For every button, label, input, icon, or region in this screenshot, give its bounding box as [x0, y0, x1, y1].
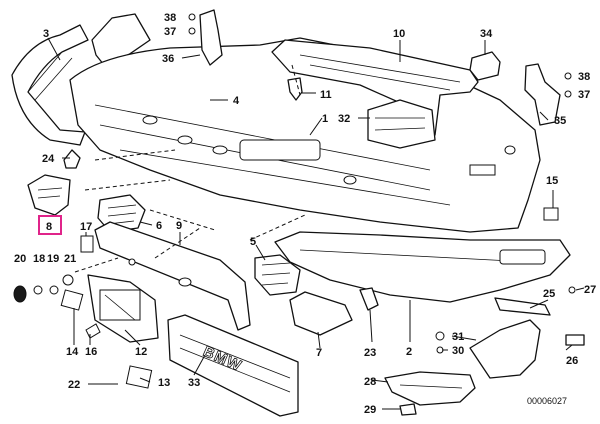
- callout-27: 27: [584, 284, 596, 296]
- bracket-part-36: [199, 9, 223, 66]
- callout-24: 24: [42, 153, 55, 165]
- fasteners-right: [543, 207, 576, 294]
- fasteners-top: [188, 13, 572, 101]
- callout-9: 9: [176, 220, 182, 232]
- callout-8-highlight-box: [38, 215, 62, 235]
- callout-4: 4: [233, 95, 240, 107]
- bumper-end-left-part-3: [11, 24, 89, 146]
- callout-3: 3: [43, 28, 49, 40]
- callout-19: 19: [47, 253, 59, 265]
- callout-20: 20: [14, 253, 26, 265]
- callout-31: 31: [452, 331, 464, 343]
- callout-21: 21: [64, 253, 76, 265]
- callout-12: 12: [135, 346, 147, 358]
- callout-7: 7: [316, 347, 322, 359]
- callout-13: 13: [158, 377, 170, 389]
- callout-32: 32: [338, 113, 350, 125]
- callout-2: 2: [406, 346, 412, 358]
- plate-holder-part-12: [87, 274, 159, 343]
- callout-37-left: 37: [164, 26, 176, 38]
- callout-15: 15: [546, 175, 558, 187]
- fasteners-left: [13, 235, 153, 389]
- bracket-part-23: [359, 287, 379, 311]
- fog-insert-part-5: [254, 254, 301, 296]
- callout-33: 33: [188, 377, 200, 389]
- callout-26: 26: [566, 355, 578, 367]
- callout-25: 25: [543, 288, 555, 300]
- callout-35: 35: [554, 115, 566, 127]
- callout-14: 14: [66, 346, 79, 358]
- callout-37-right: 37: [578, 89, 590, 101]
- callout-23: 23: [364, 347, 376, 359]
- absorber-part-32: [367, 99, 436, 149]
- callout-17: 17: [80, 221, 92, 233]
- callout-6: 6: [156, 220, 162, 232]
- lower-trim-part-28: [384, 371, 476, 406]
- callout-5: 5: [250, 236, 256, 248]
- callout-29: 29: [364, 404, 376, 416]
- callout-36: 36: [162, 53, 174, 65]
- clips-lower: [399, 331, 585, 416]
- callout-38-right: 38: [578, 71, 590, 83]
- callout-1: 1: [322, 113, 328, 125]
- bracket-part-34: [469, 51, 501, 81]
- center-grille-part-33: BMW: [167, 314, 299, 417]
- bracket-part-25: [494, 297, 551, 316]
- callout-labels: 1 2 3 4 5 6 7 8 9 10 11 12 13 14 15 16 1…: [14, 12, 596, 416]
- callout-34: 34: [480, 28, 493, 40]
- license-plate-base-part-9: [94, 221, 251, 331]
- callout-leaders: [47, 37, 585, 410]
- lower-trim-part-31: [469, 319, 541, 379]
- callout-11: 11: [320, 89, 332, 101]
- dashed-leaders: [74, 64, 306, 273]
- callout-30: 30: [452, 345, 464, 357]
- callout-16: 16: [85, 346, 97, 358]
- lower-apron-part-2: [274, 231, 571, 303]
- bracket-part-35: [524, 63, 561, 126]
- fog-light-cover-left-part-8: [27, 174, 71, 216]
- callout-8: 8: [46, 221, 52, 233]
- callout-28: 28: [364, 376, 376, 388]
- callout-38-left: 38: [164, 12, 176, 24]
- callout-22: 22: [68, 379, 80, 391]
- callout-10: 10: [393, 28, 405, 40]
- lower-insert-part-7: [289, 291, 353, 336]
- callout-18: 18: [33, 253, 45, 265]
- drawing-number: 00006027: [527, 396, 567, 406]
- clip-part-24: [63, 149, 81, 169]
